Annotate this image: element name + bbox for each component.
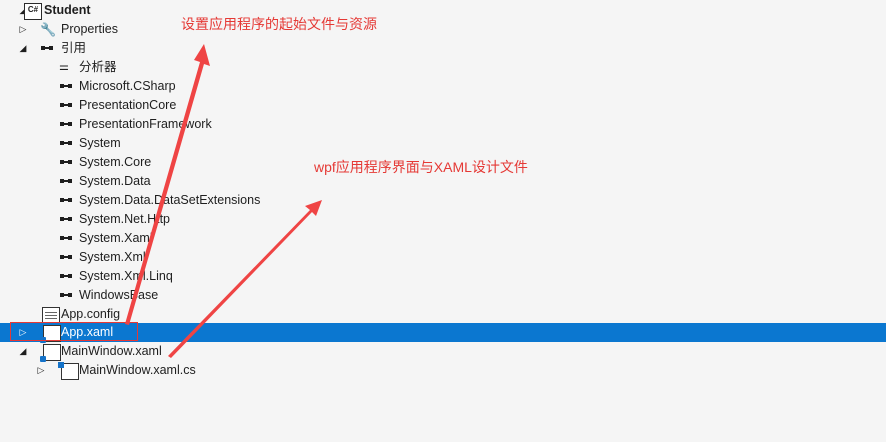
tree-item-analyzer[interactable]: ⚌ 分析器: [0, 58, 886, 77]
tree-item-main-window-xaml[interactable]: ◢ MainWindow.xaml: [0, 342, 886, 362]
tree-item-label: 引用: [61, 41, 87, 55]
tree-item-label: Student: [44, 3, 91, 17]
xaml-file-icon: [40, 344, 61, 362]
tree-item-reference[interactable]: System.Core: [0, 153, 886, 172]
tree-item-label: 分析器: [79, 60, 117, 74]
reference-icon: [59, 136, 75, 151]
expand-arrow-icon[interactable]: ▷: [19, 24, 27, 34]
tree-item-reference[interactable]: System.Net.Http: [0, 210, 886, 229]
reference-icon: [59, 269, 75, 284]
wrench-icon: 🔧: [40, 22, 57, 37]
tree-item-label: System.Data: [79, 174, 151, 188]
highlight-box: [10, 322, 138, 341]
tree-item-properties[interactable]: ▷ 🔧 Properties: [0, 20, 886, 39]
collapse-arrow-icon[interactable]: ◢: [19, 43, 27, 53]
reference-icon: [59, 79, 75, 94]
reference-icon: [59, 231, 75, 246]
tree-item-label: System: [79, 136, 121, 150]
annotation-main-note: wpf应用程序界面与XAML设计文件: [314, 159, 528, 175]
tree-item-label: PresentationCore: [79, 98, 177, 112]
csharp-project-icon: C#: [24, 3, 42, 20]
tree-item-label: PresentationFramework: [79, 117, 212, 131]
csharp-file-icon: [58, 362, 79, 380]
reference-icon: [59, 155, 75, 170]
tree-item-label: System.Data.DataSetExtensions: [79, 193, 261, 207]
tree-item-reference[interactable]: System.Data: [0, 172, 886, 191]
collapse-arrow-icon[interactable]: ◢: [19, 346, 27, 356]
reference-icon: [59, 288, 75, 303]
tree-item-label: System.Xaml: [79, 231, 153, 245]
tree-item-app-config[interactable]: App.config: [0, 305, 886, 324]
tree-item-label: App.xaml: [61, 325, 114, 339]
reference-icon: [40, 41, 56, 56]
tree-item-reference[interactable]: System: [0, 134, 886, 153]
tree-item-project[interactable]: ◢ C# Student: [0, 1, 886, 20]
tree-item-label: MainWindow.xaml: [61, 344, 162, 358]
tree-item-label: Properties: [61, 22, 118, 36]
tree-item-label: MainWindow.xaml.cs: [79, 363, 196, 377]
tree-item-label: System.Net.Http: [79, 212, 170, 226]
reference-icon: [59, 193, 75, 208]
tree-item-references[interactable]: ◢ 引用: [0, 39, 886, 58]
reference-icon: [59, 174, 75, 189]
expand-arrow-icon[interactable]: ▷: [19, 327, 27, 337]
analyzer-icon: ⚌: [59, 61, 69, 73]
tree-item-reference[interactable]: Microsoft.CSharp: [0, 77, 886, 96]
annotation-app-note: 设置应用程序的起始文件与资源: [181, 16, 377, 32]
tree-item-reference[interactable]: System.Xml: [0, 248, 886, 267]
tree-item-label: System.Xml: [79, 250, 146, 264]
reference-icon: [59, 212, 75, 227]
reference-icon: [59, 98, 75, 113]
tree-item-label: Microsoft.CSharp: [79, 79, 176, 93]
tree-item-label: App.config: [61, 307, 121, 321]
arrow-to-main-note: [168, 200, 322, 358]
tree-item-reference[interactable]: System.Xml.Linq: [0, 267, 886, 286]
tree-item-reference[interactable]: PresentationCore: [0, 96, 886, 115]
tree-item-reference[interactable]: System.Data.DataSetExtensions: [0, 191, 886, 210]
tree-item-reference[interactable]: System.Xaml: [0, 229, 886, 248]
tree-item-main-window-cs[interactable]: ▷ MainWindow.xaml.cs: [0, 361, 886, 380]
collapse-arrow-icon[interactable]: ◢: [19, 5, 27, 15]
arrow-to-app-note: [125, 44, 210, 325]
reference-icon: [59, 117, 75, 132]
tree-item-label: System.Core: [79, 155, 152, 169]
tree-item-label: System.Xml.Linq: [79, 269, 173, 283]
reference-icon: [59, 250, 75, 265]
tree-item-reference[interactable]: PresentationFramework: [0, 115, 886, 134]
expand-arrow-icon[interactable]: ▷: [37, 365, 45, 375]
